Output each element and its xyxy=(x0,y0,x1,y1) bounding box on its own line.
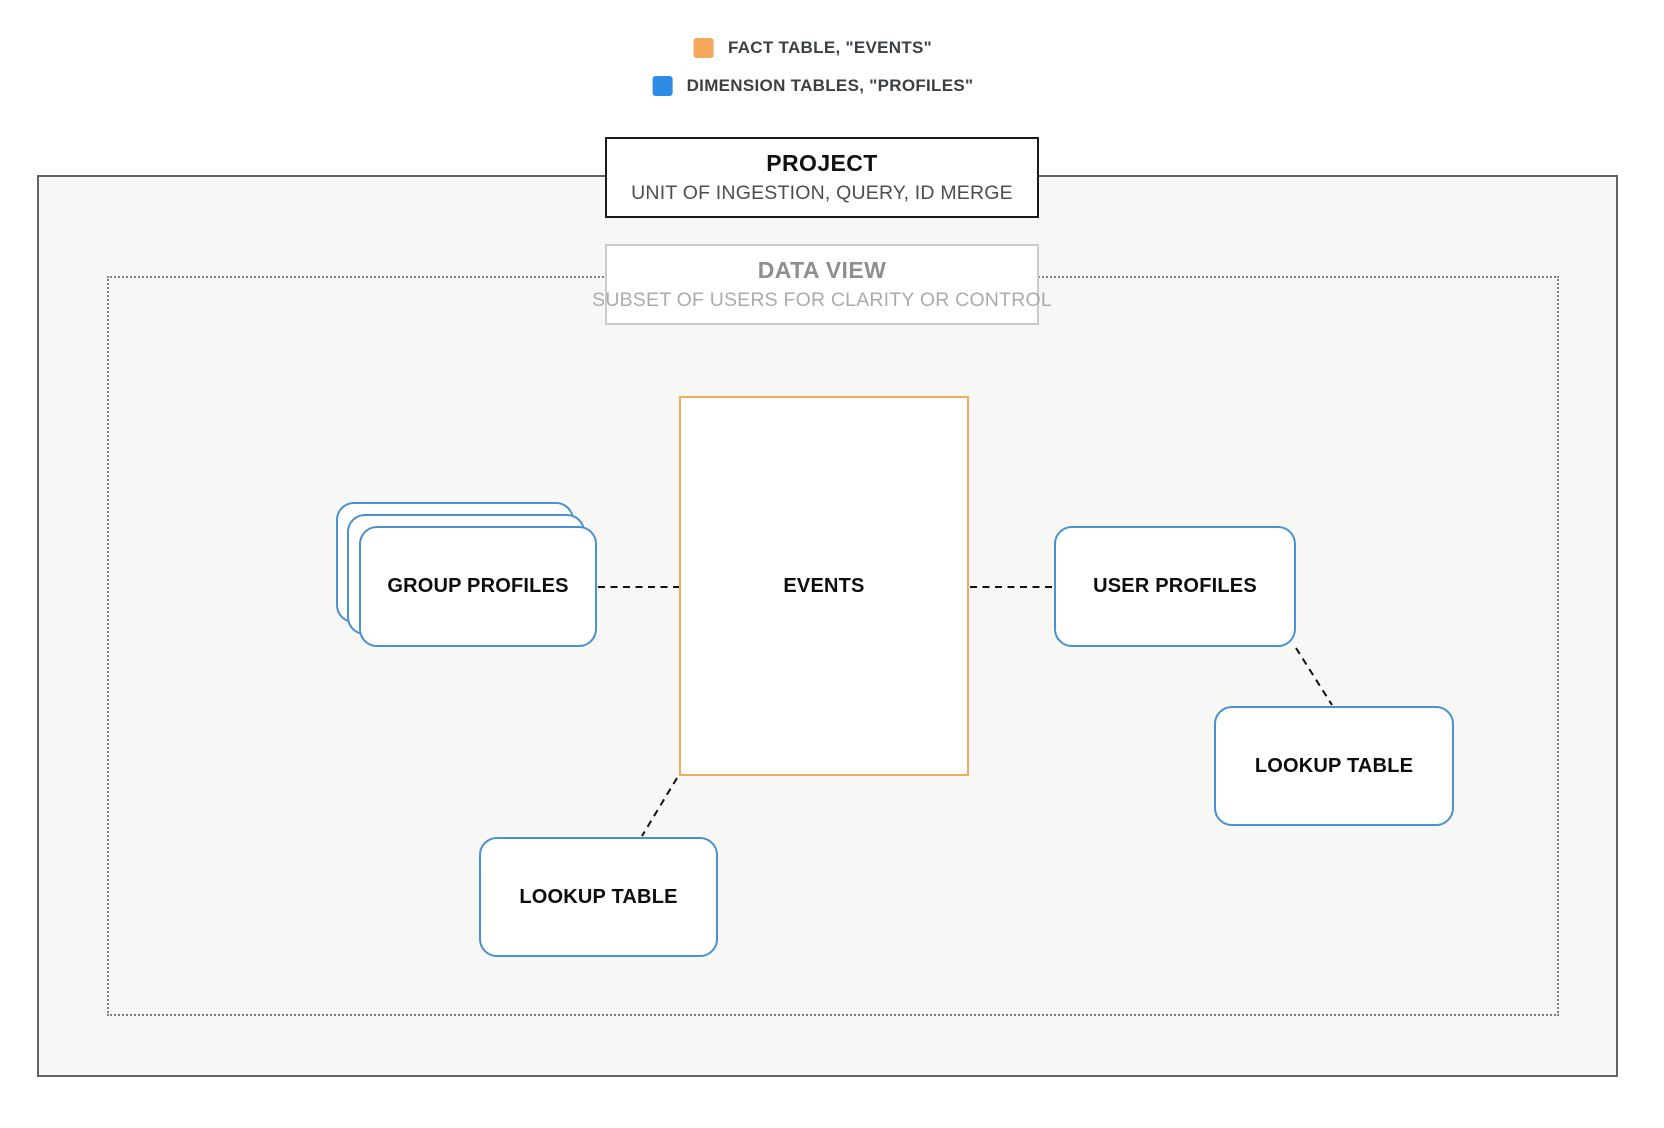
fact-table-swatch-icon xyxy=(693,38,714,58)
data-view-title: DATA VIEW xyxy=(757,257,887,283)
lookup-table-bottom-node: LOOKUP TABLE xyxy=(479,837,718,957)
project-title: PROJECT xyxy=(766,150,878,176)
group-profiles-node: GROUP PROFILES xyxy=(359,526,597,647)
lookup-table-right-label: LOOKUP TABLE xyxy=(1254,754,1414,777)
group-profiles-label: GROUP PROFILES xyxy=(387,575,569,597)
legend: FACT TABLE, "EVENTS" DIMENSION TABLES, "… xyxy=(652,37,974,97)
user-profiles-label: USER PROFILES xyxy=(1093,575,1257,597)
legend-item-fact-table: FACT TABLE, "EVENTS" xyxy=(693,37,933,59)
events-label: EVENTS xyxy=(783,574,865,597)
project-title-box: PROJECT UNIT OF INGESTION, QUERY, ID MER… xyxy=(605,137,1039,218)
lookup-table-right-node: LOOKUP TABLE xyxy=(1214,706,1454,826)
lookup-table-bottom-label: LOOKUP TABLE xyxy=(519,885,678,908)
legend-label-dimension-tables: DIMENSION TABLES, "PROFILES" xyxy=(686,76,974,95)
legend-item-dimension-tables: DIMENSION TABLES, "PROFILES" xyxy=(652,75,974,97)
legend-label-fact-table: FACT TABLE, "EVENTS" xyxy=(727,38,933,57)
data-view-title-box: DATA VIEW SUBSET OF USERS FOR CLARITY OR… xyxy=(592,244,1052,325)
dimension-tables-swatch-icon xyxy=(652,76,673,96)
project-subtitle: UNIT OF INGESTION, QUERY, ID MERGE xyxy=(631,182,1013,204)
events-node: EVENTS xyxy=(679,396,969,776)
user-profiles-node: USER PROFILES xyxy=(1054,526,1296,647)
data-view-subtitle: SUBSET OF USERS FOR CLARITY OR CONTROL xyxy=(592,289,1052,311)
